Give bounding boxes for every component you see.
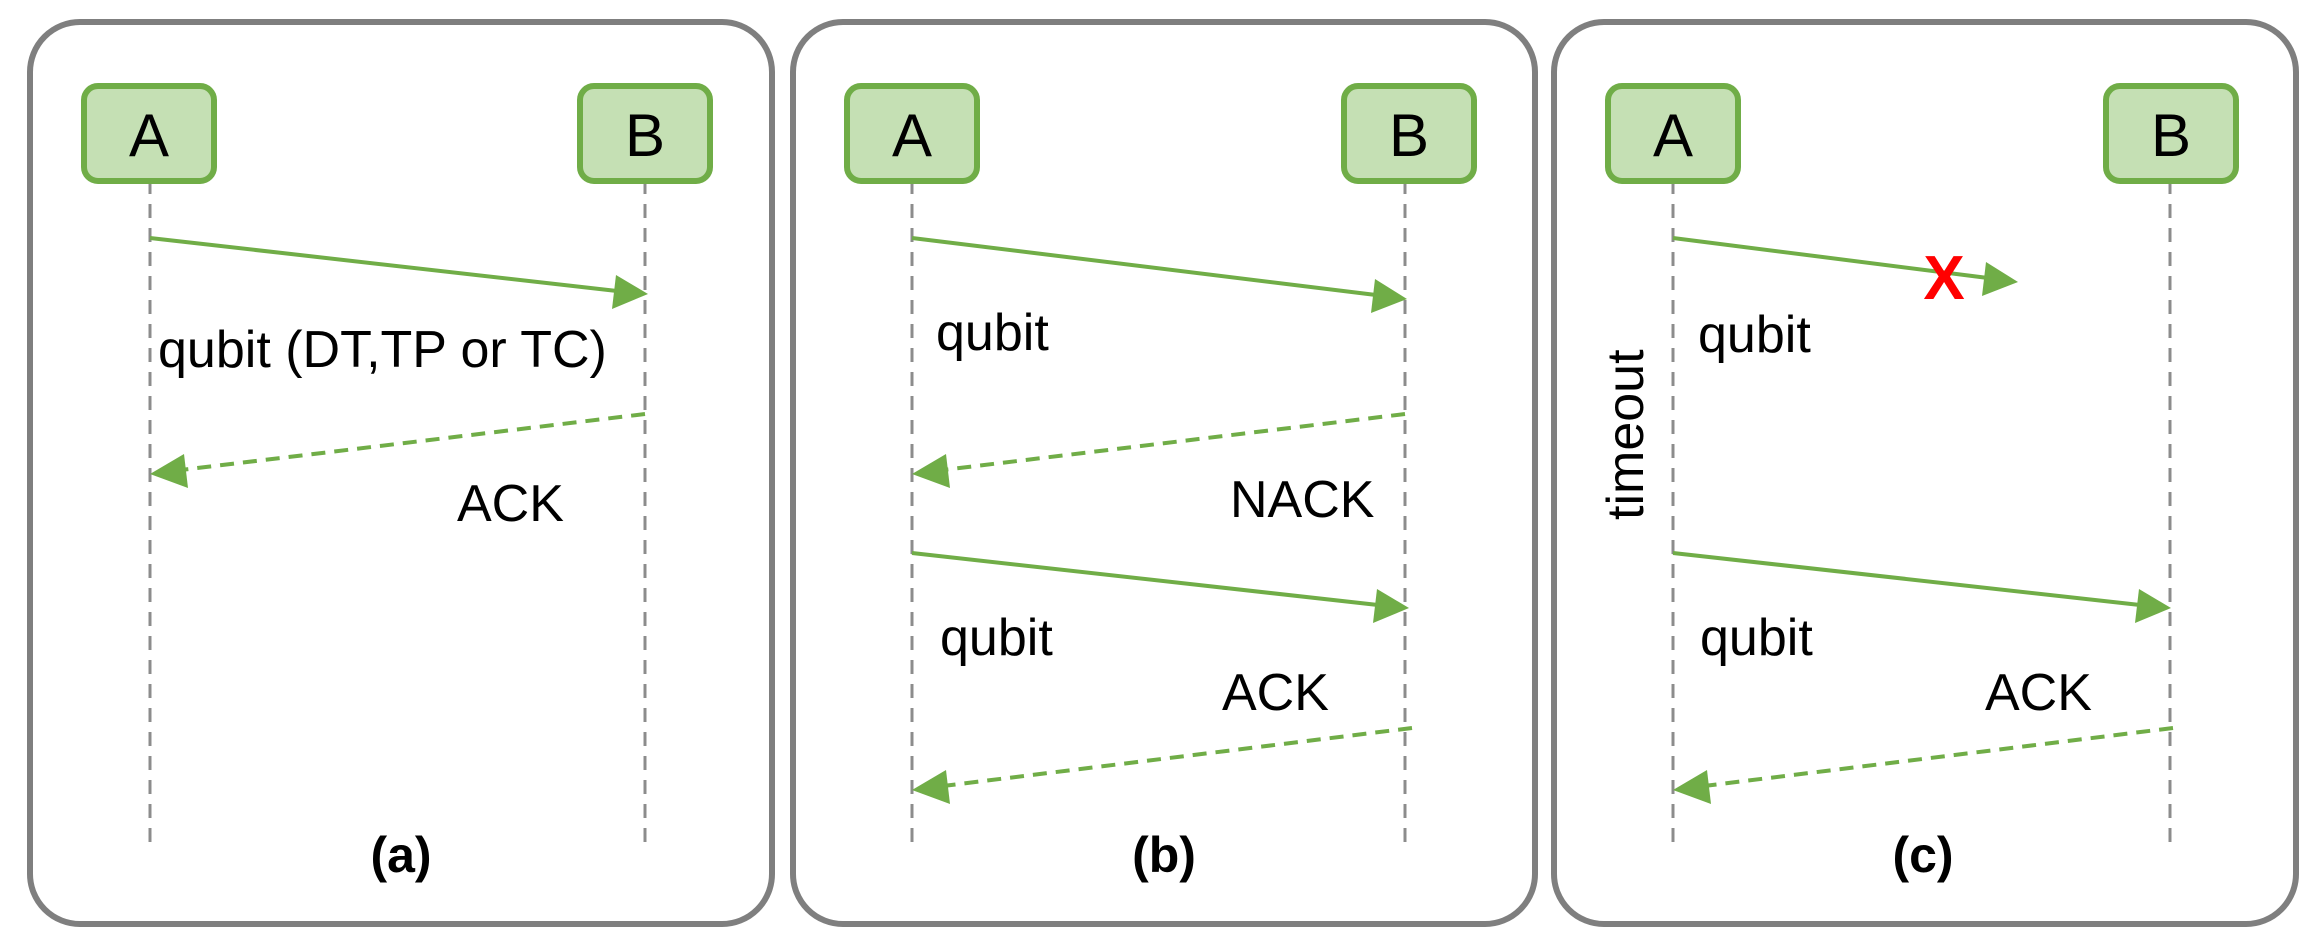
- node-a-label: A: [1653, 102, 1693, 169]
- panel-b-caption: (b): [1132, 827, 1196, 883]
- message-ack-label: ACK: [457, 475, 564, 533]
- message-qubit-retry-label: qubit: [1700, 609, 1813, 667]
- node-a-label: A: [892, 102, 932, 169]
- node-b: B: [2103, 83, 2239, 184]
- node-b: B: [1341, 83, 1477, 184]
- message-qubit-label: qubit: [1698, 306, 1811, 364]
- message-ack-arrow: [1673, 726, 2174, 804]
- message-qubit-retry-label: qubit: [940, 609, 1053, 667]
- node-b-label: B: [2151, 102, 2191, 169]
- message-ack-arrow: [150, 412, 646, 488]
- timeout-label: timeout: [1597, 349, 1655, 520]
- node-a-label: A: [129, 102, 169, 169]
- node-a: A: [81, 83, 217, 184]
- message-qubit-retry-arrow: [1672, 551, 2171, 623]
- node-a: A: [844, 83, 980, 184]
- message-ack-label: ACK: [1222, 664, 1329, 722]
- message-qubit-retry-arrow: [911, 551, 1409, 623]
- message-nack-arrow: [912, 412, 1406, 488]
- message-qubit-arrow: [911, 236, 1407, 313]
- message-ack-label: ACK: [1985, 664, 2092, 722]
- message-qubit-lost-arrow: [1672, 236, 2018, 296]
- message-qubit-label: qubit (DT,TP or TC): [158, 321, 607, 379]
- message-qubit-label: qubit: [936, 304, 1049, 362]
- message-ack-arrow: [912, 726, 1413, 804]
- lost-packet-x-icon: X: [1923, 244, 1964, 313]
- panel-c-caption: (c): [1892, 827, 1953, 883]
- node-a: A: [1605, 83, 1741, 184]
- panel-a-frame: [27, 19, 775, 927]
- panel-b: A B qubit NACK qubit ACK (b): [790, 19, 1538, 927]
- panel-a: A B qubit (DT,TP or TC) ACK (a): [27, 19, 775, 927]
- node-b-label: B: [625, 102, 665, 169]
- node-b-label: B: [1389, 102, 1429, 169]
- message-nack-label: NACK: [1230, 471, 1375, 529]
- panel-c: A B X qubit timeout qubit ACK (c): [1551, 19, 2299, 927]
- message-qubit-arrow: [149, 236, 648, 309]
- panel-a-caption: (a): [370, 827, 431, 883]
- node-b: B: [577, 83, 713, 184]
